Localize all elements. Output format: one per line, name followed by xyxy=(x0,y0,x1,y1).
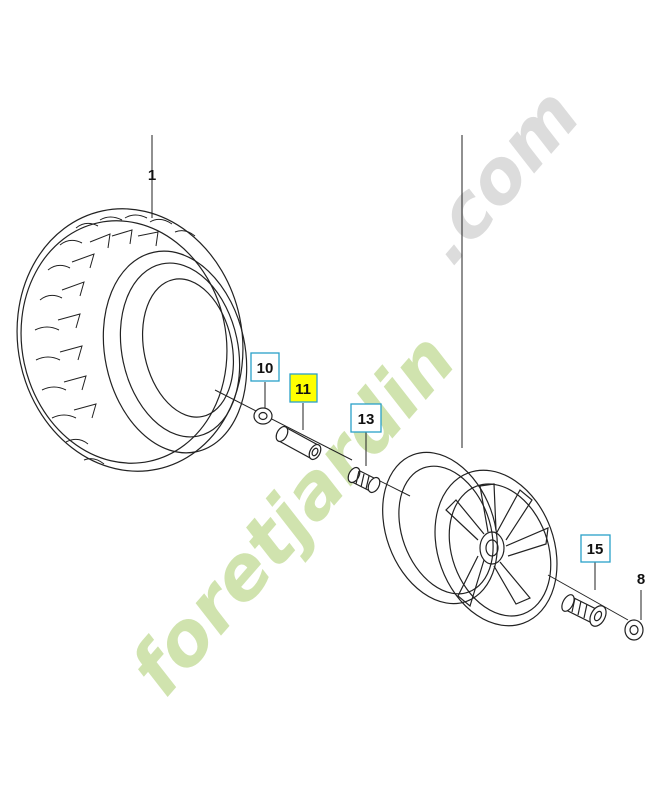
callout-label-15: 15 xyxy=(587,541,604,558)
callout-label-1: 1 xyxy=(148,167,156,184)
washer-part-10 xyxy=(253,407,273,425)
callout-15[interactable]: 15 xyxy=(580,534,611,563)
callout-11[interactable]: 11 xyxy=(289,373,318,403)
callout-1: 1 xyxy=(148,167,156,184)
bushing-part-13 xyxy=(347,466,381,494)
assembly-axis xyxy=(151,135,642,621)
callout-8: 8 xyxy=(637,571,645,588)
callout-label-10: 10 xyxy=(257,360,274,377)
callout-13[interactable]: 13 xyxy=(350,403,382,433)
callout-box-15 xyxy=(580,534,611,563)
wheel-rim-part xyxy=(382,451,558,627)
callout-label-11: 11 xyxy=(295,381,311,398)
spacer-tube-part-11 xyxy=(275,425,322,461)
tire-part xyxy=(16,208,248,472)
callout-box-10 xyxy=(250,352,280,382)
hub-bushing-part-15 xyxy=(561,594,607,627)
callout-box-11 xyxy=(289,373,318,403)
callout-box-13 xyxy=(350,403,382,433)
callout-label-13: 13 xyxy=(358,411,375,428)
callout-label-8: 8 xyxy=(637,571,645,588)
callout-10[interactable]: 10 xyxy=(250,352,280,382)
watermark-text-grey: .com xyxy=(401,72,597,279)
end-washer-part-8 xyxy=(624,619,644,641)
watermark-suffix: .com xyxy=(401,72,597,279)
